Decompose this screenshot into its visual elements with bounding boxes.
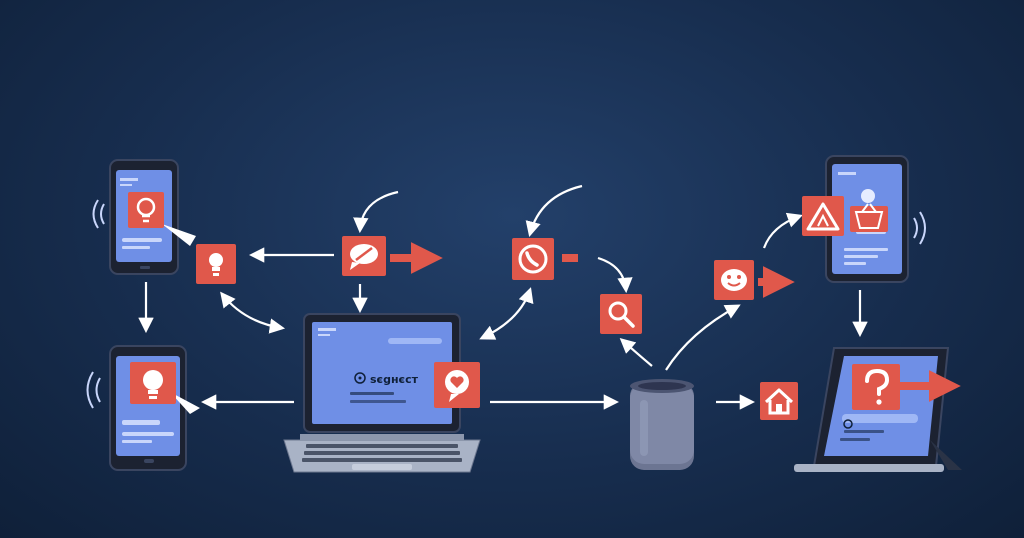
chat-bubble-icon	[342, 236, 386, 276]
lightbulb-icon	[128, 192, 164, 228]
heart-chat-icon	[434, 362, 480, 408]
location-pin-icon	[358, 376, 362, 380]
phone-call-icon	[512, 238, 554, 280]
accent-dash	[562, 254, 578, 262]
signal-waves-icon	[92, 199, 105, 229]
smart-speaker	[630, 379, 694, 470]
shopping-basket-icon	[850, 203, 888, 232]
search-icon	[600, 294, 642, 334]
smiley-icon	[714, 260, 754, 300]
signal-waves-icon	[86, 371, 101, 409]
connector-arrows	[138, 184, 868, 410]
laptop: sєgнєст	[283, 313, 481, 473]
warning-triangle-icon	[802, 196, 844, 236]
swoosh-accents	[162, 224, 200, 414]
signal-waves-icon	[913, 211, 926, 245]
laptop-screen-text: sєgнєст	[370, 373, 419, 386]
lightbulb-icon	[196, 244, 236, 284]
home-icon	[760, 382, 798, 420]
question-mark-icon	[852, 364, 900, 410]
lightbulb-icon	[130, 362, 176, 404]
accent-arrows	[390, 242, 961, 402]
